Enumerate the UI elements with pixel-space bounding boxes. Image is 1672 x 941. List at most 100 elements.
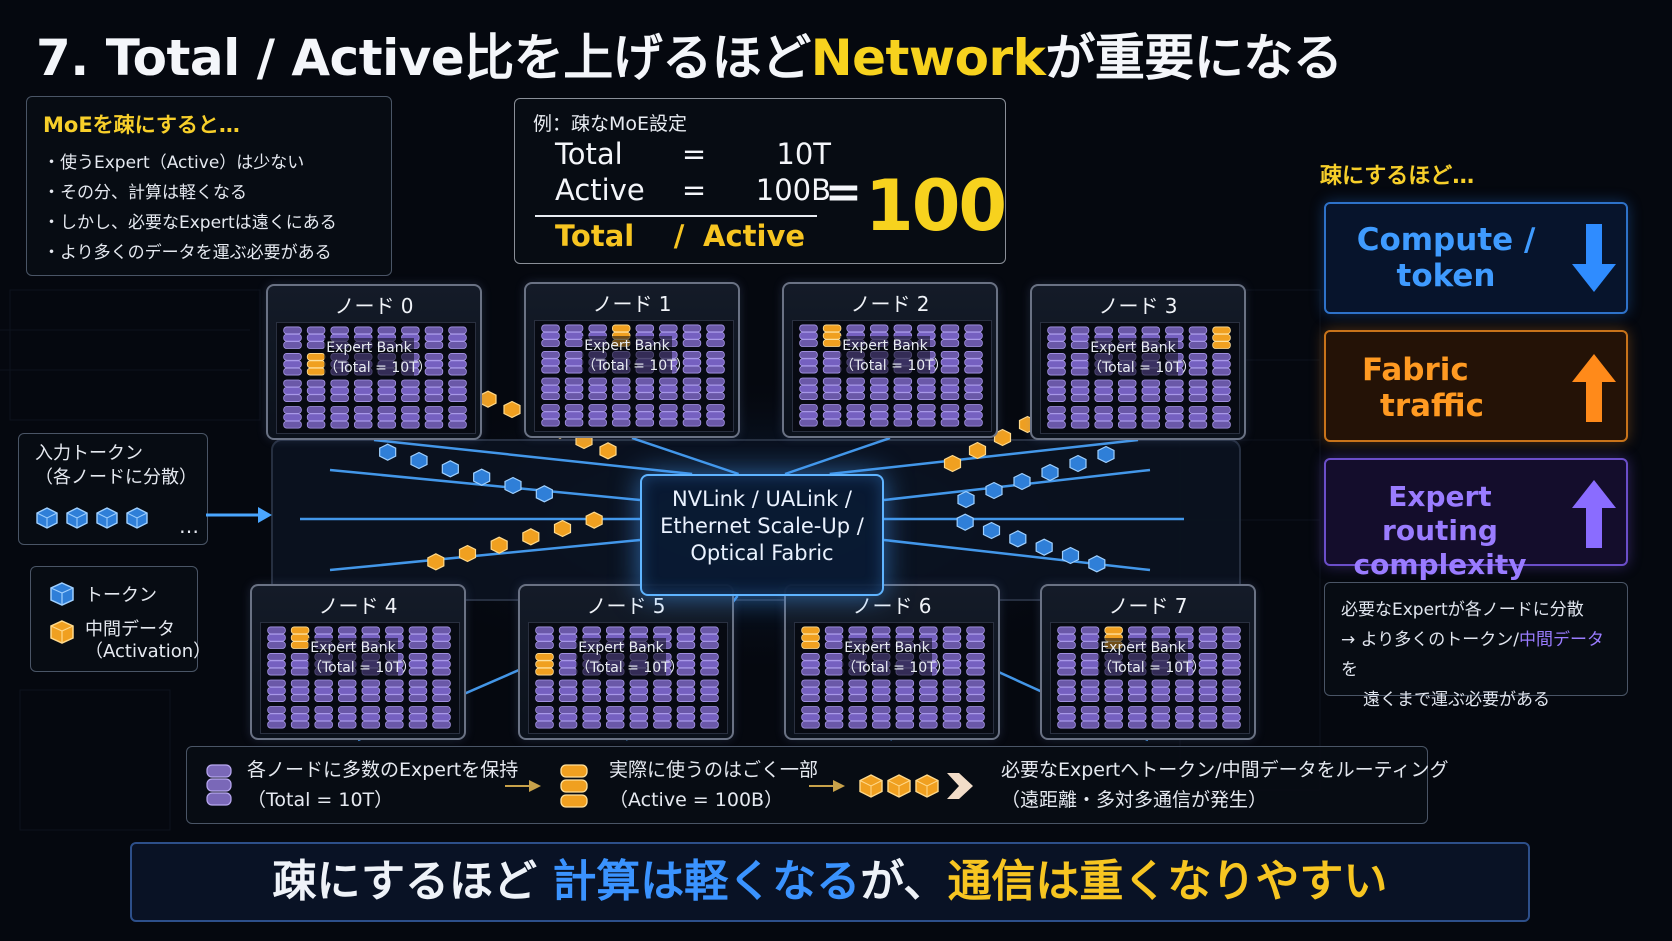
token-cube-icon	[1013, 472, 1031, 491]
expert-disk-icon	[1080, 706, 1100, 729]
expert-disk-icon	[895, 706, 915, 729]
node-0: ノード 0 Expert Bank（Total = 10T）	[266, 284, 482, 440]
moe-sparse-panel: MoEを疎にすると… ・使うExpert（Active）は少ない ・その分、計算…	[26, 96, 392, 276]
expert-disk-icon	[1198, 706, 1218, 729]
expert-disk-icon	[314, 679, 333, 702]
expert-disk-icon	[822, 377, 842, 400]
expert-disk-icon	[706, 351, 725, 374]
expert-disk-icon	[338, 679, 357, 702]
expert-disk-icon	[535, 679, 554, 702]
expert-disk-icon	[338, 706, 357, 729]
expert-disk-icon	[848, 706, 867, 729]
expert-disk-icon	[799, 377, 818, 400]
expert-disk-icon	[558, 653, 578, 676]
expert-disk-icon	[629, 679, 649, 702]
expert-disk-icon	[895, 679, 915, 702]
expert-disk-icon	[314, 706, 333, 729]
expert-disk-icon	[424, 326, 444, 349]
expert-disk-icon	[290, 653, 310, 676]
summary-banner: 疎にするほど 計算は軽くなるが、通信は重くなりやすい	[130, 842, 1530, 922]
expert-disk-icon	[1057, 626, 1076, 649]
example-config-panel: 例：疎なMoE設定 Total=10T Active=100B Total/Ac…	[514, 98, 1007, 264]
token-cube-icon	[1041, 463, 1059, 482]
expert-disk-icon	[283, 353, 302, 376]
expert-disk-icon	[432, 626, 451, 649]
expert-bank-grid	[528, 622, 728, 734]
expert-disk-icon	[824, 679, 844, 702]
expert-disk-icon	[424, 353, 444, 376]
expert-disk-icon	[964, 324, 983, 347]
expert-disk-icon	[306, 379, 326, 402]
expert-bank-label: Expert Bank（Total = 10T）	[576, 638, 684, 678]
active-expert-icon	[306, 353, 326, 376]
expert-disk-icon	[385, 706, 404, 729]
expert-disk-icon	[700, 653, 719, 676]
expert-bank-label: Expert Bank（Total = 10T）	[842, 638, 950, 678]
expert-bank-label: Expert Bank（Total = 10T）	[308, 638, 416, 678]
expert-disk-icon	[700, 626, 719, 649]
expert-disk-icon	[290, 679, 310, 702]
expert-disk-icon	[408, 626, 428, 649]
sparse-trend-heading: 疎にするほど…	[1320, 164, 1475, 189]
expert-disk-icon	[564, 351, 584, 374]
expert-disk-icon	[306, 326, 326, 349]
moe-point: ・使うExpert（Active）は少ない	[43, 153, 305, 173]
expert-disk-icon	[588, 377, 607, 400]
expert-disk-icon	[1188, 353, 1208, 376]
expert-disk-icon	[290, 706, 310, 729]
expert-disk-icon	[606, 679, 625, 702]
expert-disk-icon	[1198, 679, 1218, 702]
expert-disk-icon	[1057, 653, 1076, 676]
expert-disk-icon	[1198, 626, 1218, 649]
active-expert-icon	[801, 626, 820, 649]
expert-disk-icon	[283, 406, 302, 429]
expert-disk-icon	[424, 406, 444, 429]
expert-disk-icon	[801, 653, 820, 676]
node-3: ノード 3 Expert Bank（Total = 10T）	[1030, 284, 1246, 440]
fraction-line	[535, 215, 817, 217]
expert-disk-icon	[1080, 679, 1100, 702]
expert-disk-icon	[846, 377, 865, 400]
expert-disk-icon	[582, 679, 601, 702]
expert-disk-icon	[824, 706, 844, 729]
expert-disk-icon	[824, 653, 844, 676]
token-cube-icon	[1061, 546, 1080, 565]
token-cube-icon	[410, 451, 428, 470]
node-4: ノード 4 Expert Bank（Total = 10T）	[250, 584, 466, 740]
expert-disk-icon	[964, 351, 983, 374]
expert-disk-icon	[448, 353, 467, 376]
expert-disk-icon	[1080, 653, 1100, 676]
expert-disk-icon	[635, 404, 655, 427]
input-tokens-panel: 入力トークン （各ノードに分散） …	[18, 433, 208, 545]
expert-disk-icon	[408, 679, 428, 702]
expert-disk-icon	[1222, 626, 1241, 649]
expert-disk-icon	[1047, 379, 1066, 402]
expert-disk-icon	[1128, 679, 1147, 702]
token-cube-icon	[1069, 454, 1087, 473]
activation-cube-icon	[50, 620, 74, 644]
expert-disk-icon	[535, 706, 554, 729]
expert-disk-icon	[682, 377, 702, 400]
expert-disk-icon	[432, 706, 451, 729]
expert-disk-icon	[558, 706, 578, 729]
expert-disk-icon	[267, 679, 286, 702]
expert-disk-icon	[1047, 353, 1066, 376]
active-expert-icon	[1212, 326, 1231, 349]
expert-disk-icon	[330, 406, 349, 429]
token-cube-icon	[535, 485, 553, 503]
expert-disk-icon	[676, 679, 696, 702]
arrow-up-icon	[1572, 480, 1616, 548]
expert-disk-icon	[870, 404, 889, 427]
node-5: ノード 5 Expert Bank（Total = 10T）	[518, 584, 734, 740]
expert-disk-icon	[267, 626, 286, 649]
expert-disk-icon	[1080, 626, 1100, 649]
token-cube-icon	[985, 481, 1003, 500]
expert-disk-icon	[919, 706, 938, 729]
expert-disk-icon	[377, 406, 397, 429]
arrow-up-icon	[1572, 354, 1616, 422]
expert-disk-icon	[942, 626, 962, 649]
expert-disk-icon	[1094, 379, 1113, 402]
expert-disk-icon	[966, 679, 985, 702]
expert-disk-icon	[1057, 679, 1076, 702]
expert-disk-icon	[432, 679, 451, 702]
